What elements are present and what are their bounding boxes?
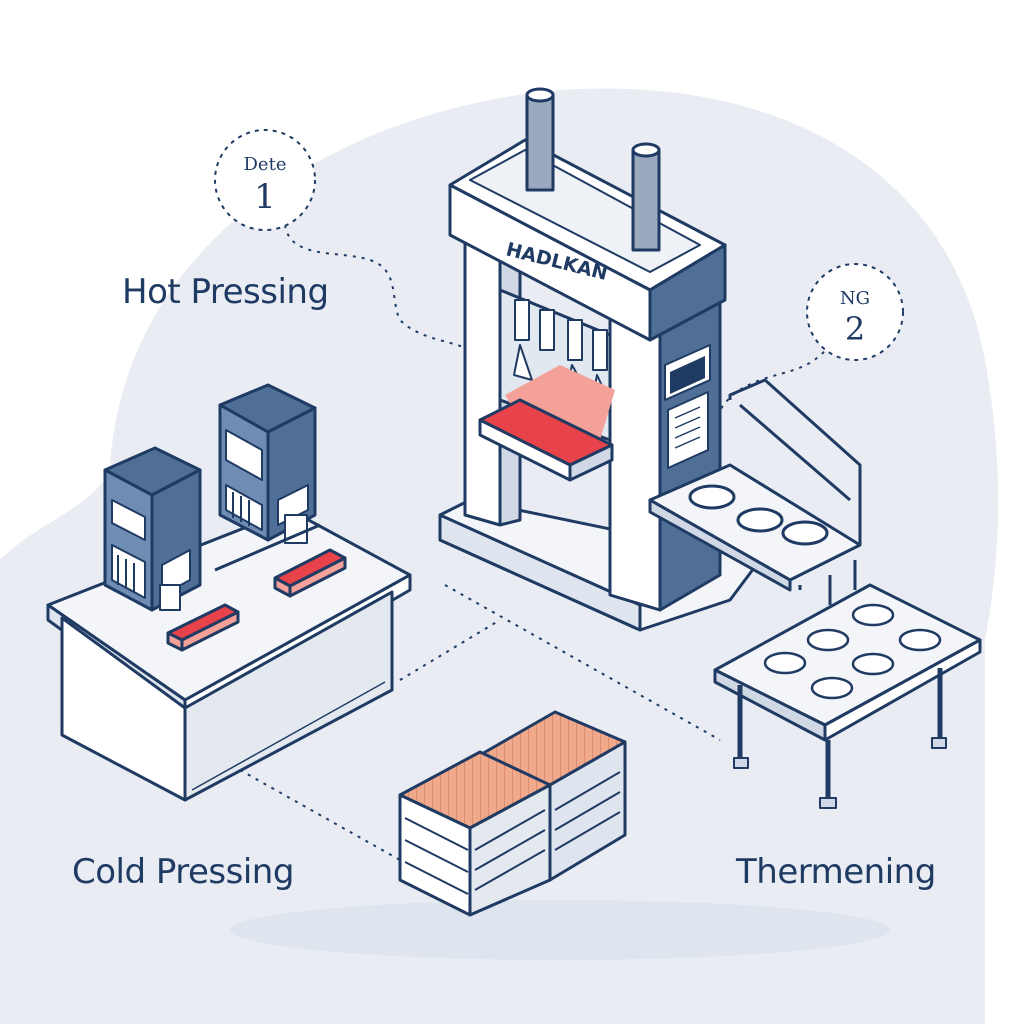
side-tray — [648, 378, 862, 605]
badge-1-number: 1 — [254, 177, 276, 217]
crates — [398, 710, 627, 917]
badge-1-top: Dete — [244, 154, 287, 175]
cold-press-bench — [46, 383, 412, 802]
cold-pressing-label: Cold Pressing — [72, 852, 294, 892]
badge-2-number: 2 — [845, 310, 865, 348]
dotted-connectors — [239, 224, 831, 861]
step-badge-2: NG 2 — [806, 263, 904, 361]
hot-pressing-label: Hot Pressing — [122, 272, 329, 312]
thermening-table — [713, 583, 982, 809]
thermening-label: Thermening — [736, 852, 936, 892]
badge-2-top: NG — [840, 288, 870, 309]
step-badge-1: Dete 1 — [214, 129, 316, 231]
floor-shadow — [230, 900, 890, 960]
